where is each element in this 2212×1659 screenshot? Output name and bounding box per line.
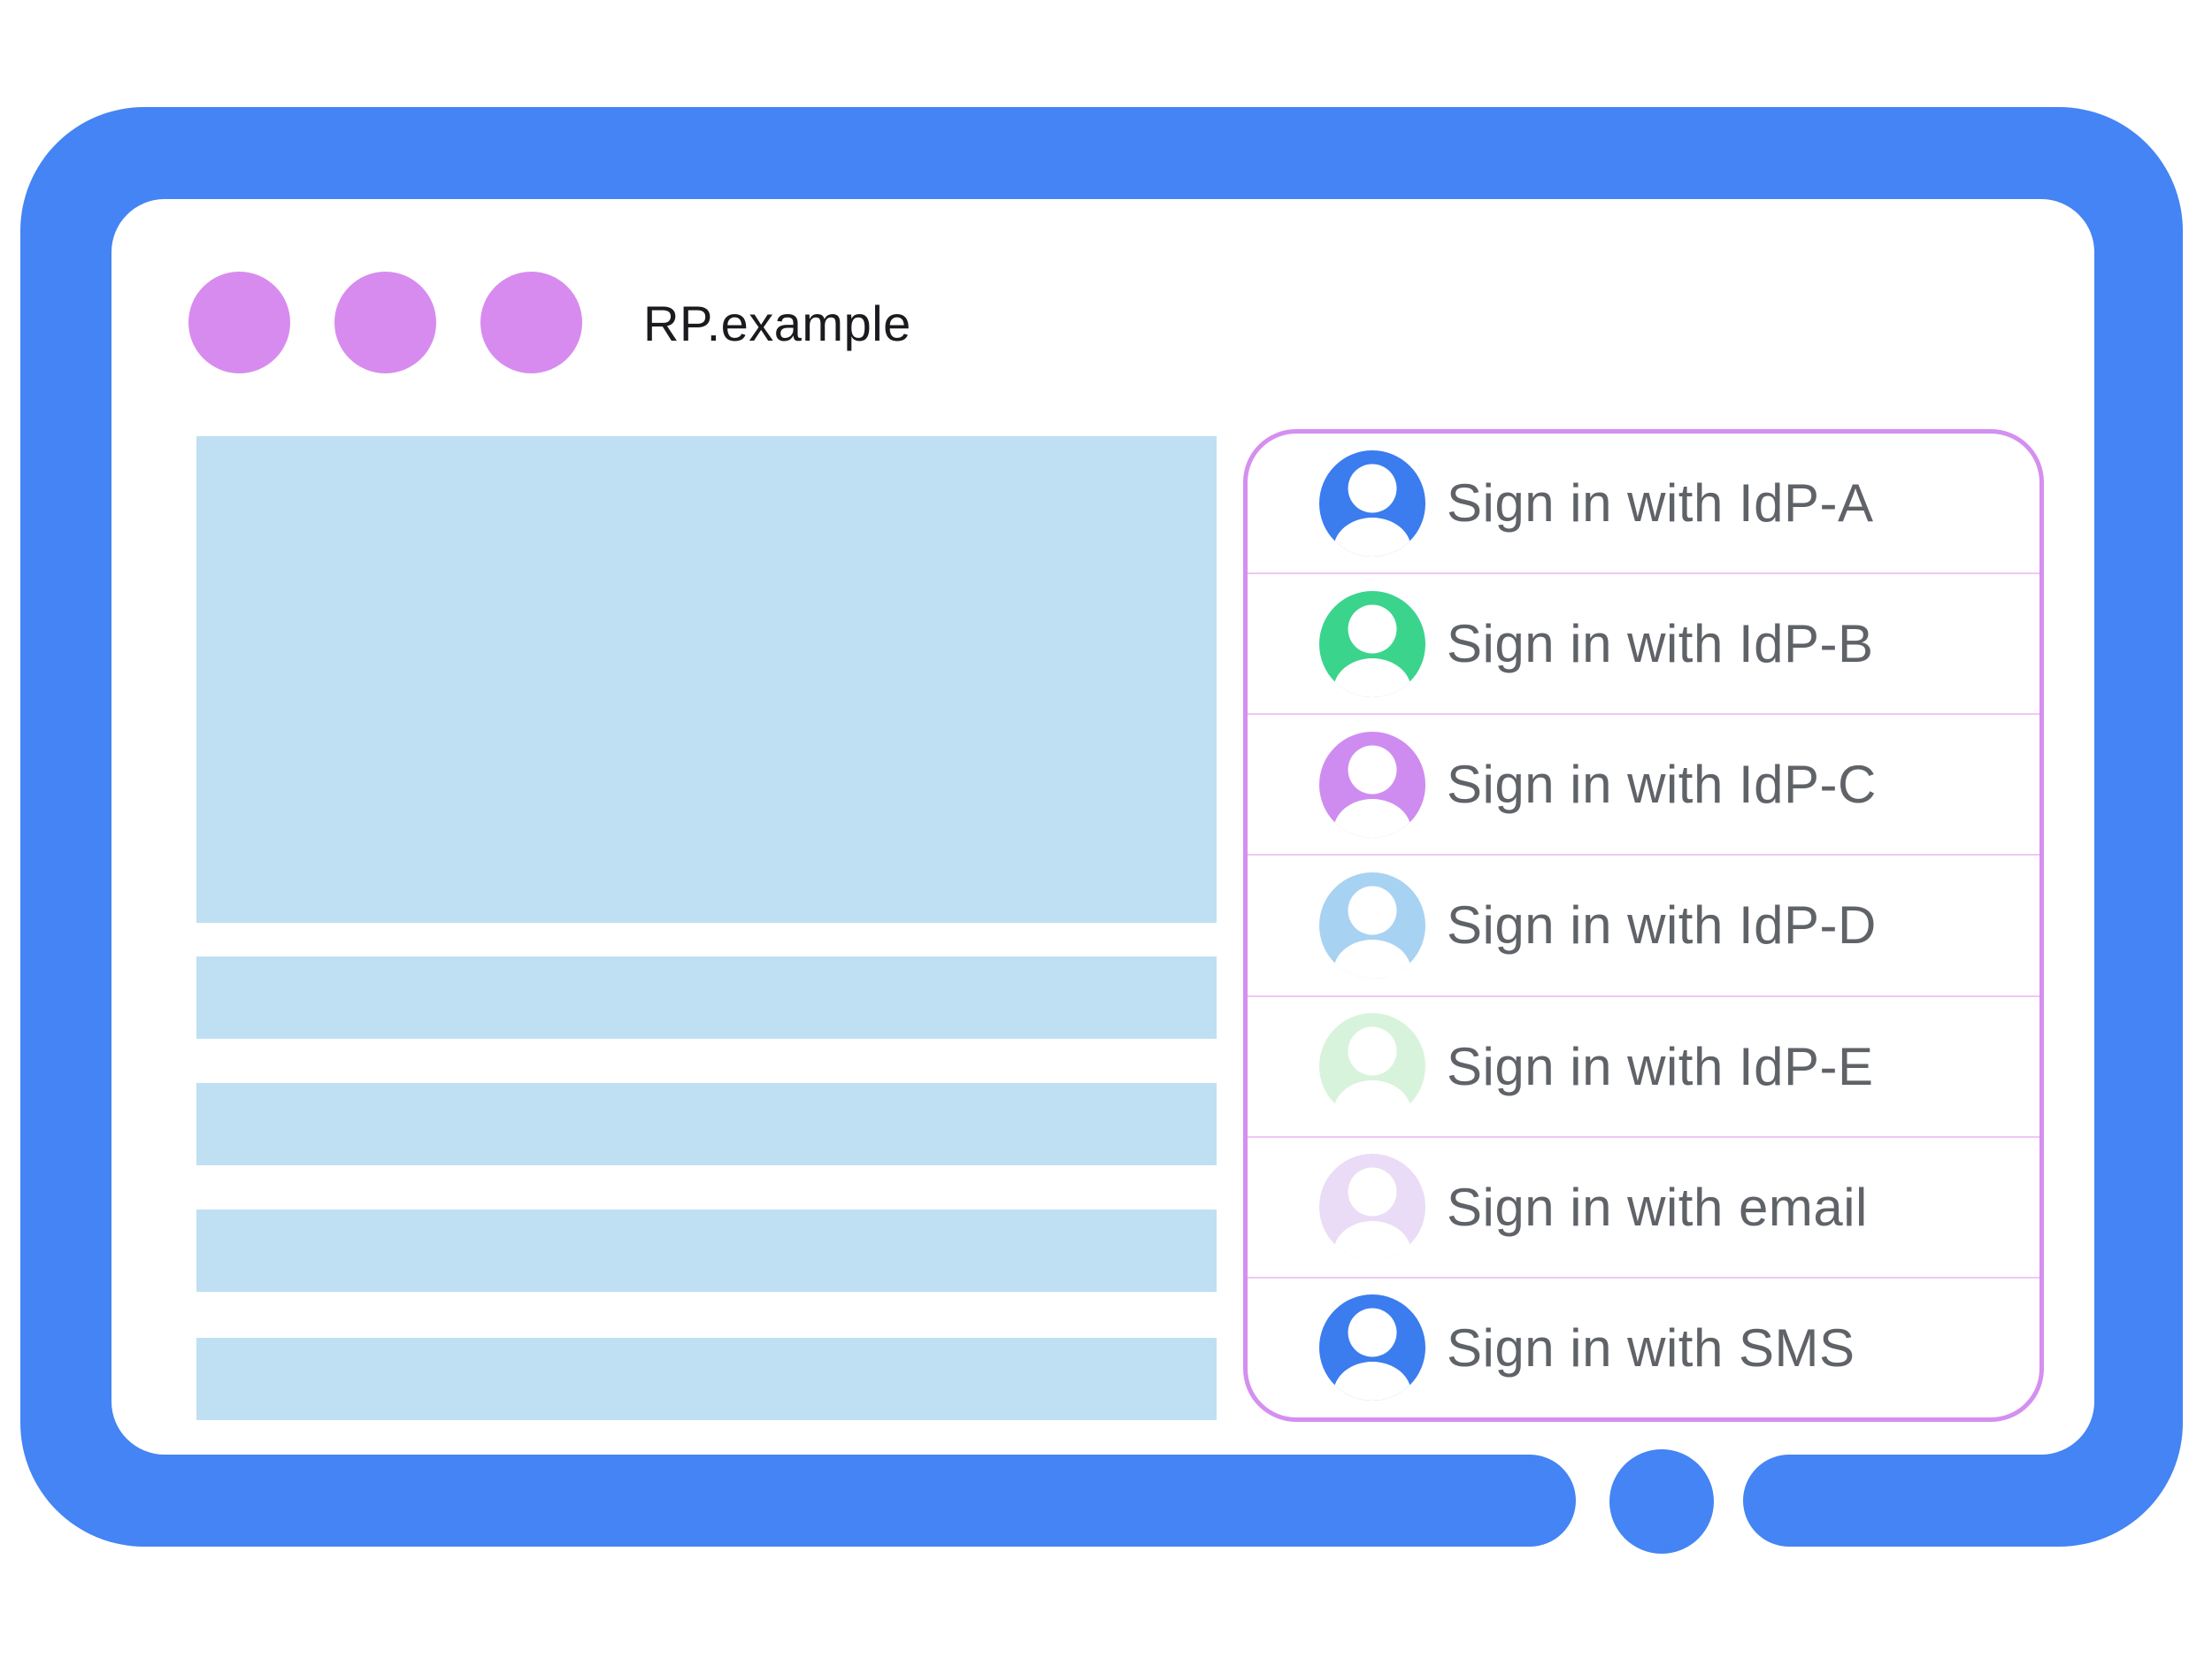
bezel-cap-left xyxy=(1484,1455,1576,1547)
signin-option-row-idp-d[interactable]: Sign in with IdP-D xyxy=(1248,854,2039,995)
content-placeholder-line xyxy=(196,1083,1217,1165)
signin-option-label: Sign in with IdP-D xyxy=(1447,895,1877,956)
signin-option-label: Sign in with IdP-B xyxy=(1447,614,1874,674)
site-title: RP.example xyxy=(643,296,911,351)
signin-option-label: Sign in with IdP-C xyxy=(1447,755,1877,815)
content-placeholder-line xyxy=(196,1338,1217,1420)
home-button[interactable] xyxy=(1609,1449,1714,1554)
content-placeholder-line xyxy=(196,1210,1217,1292)
user-avatar-icon xyxy=(1319,590,1425,697)
user-avatar-icon xyxy=(1319,872,1425,979)
signin-option-row-sms[interactable]: Sign in with SMS xyxy=(1248,1276,2039,1417)
signin-option-label: Sign in with IdP-E xyxy=(1447,1036,1874,1096)
fedcm-signin-dialog: Sign in with IdP-A Sign in with IdP-B Si… xyxy=(1243,429,2044,1422)
user-avatar-icon xyxy=(1319,1013,1425,1120)
signin-option-row-email[interactable]: Sign in with email xyxy=(1248,1135,2039,1277)
content-placeholder-hero xyxy=(196,436,1217,923)
signin-option-row-idp-a[interactable]: Sign in with IdP-A xyxy=(1248,434,2039,572)
signin-option-label: Sign in with SMS xyxy=(1447,1317,1855,1378)
window-control-dot[interactable] xyxy=(188,272,290,373)
bezel-cap-right xyxy=(1743,1455,1835,1547)
signin-option-label: Sign in with IdP-A xyxy=(1447,473,1874,534)
user-avatar-icon xyxy=(1319,731,1425,838)
user-avatar-icon xyxy=(1319,1294,1425,1402)
user-avatar-icon xyxy=(1319,449,1425,557)
user-avatar-icon xyxy=(1319,1154,1425,1261)
window-control-dot[interactable] xyxy=(480,272,582,373)
signin-option-row-idp-c[interactable]: Sign in with IdP-C xyxy=(1248,713,2039,854)
window-control-dot[interactable] xyxy=(334,272,436,373)
content-placeholder-line xyxy=(196,956,1217,1039)
signin-option-row-idp-b[interactable]: Sign in with IdP-B xyxy=(1248,572,2039,713)
signin-option-label: Sign in with email xyxy=(1447,1177,1868,1237)
signin-option-row-idp-e[interactable]: Sign in with IdP-E xyxy=(1248,995,2039,1136)
